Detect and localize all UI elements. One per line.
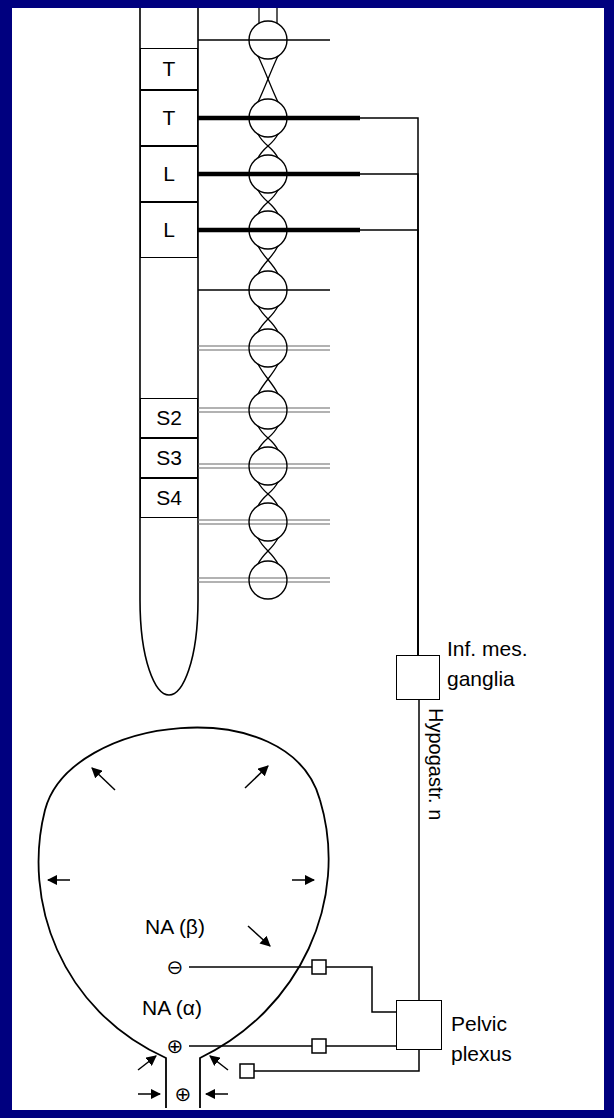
spinal-segment-box: S2 xyxy=(140,398,198,438)
nerve-terminal xyxy=(240,1064,254,1078)
chain-connective xyxy=(258,306,278,332)
nerve-line xyxy=(360,230,418,655)
chain-connective xyxy=(258,364,278,394)
contraction-arrow xyxy=(206,1093,228,1095)
nerve-line xyxy=(360,174,418,655)
contraction-arrow xyxy=(138,1093,160,1095)
node-label: Pelvic plexus xyxy=(451,1009,531,1069)
ramus-line xyxy=(198,577,330,578)
chain-ganglion xyxy=(249,21,287,59)
nerve-connector xyxy=(198,174,418,655)
spinal-segment-box: L xyxy=(140,202,198,258)
spinal-segment-box: L xyxy=(140,146,198,202)
preganglionic-fiber xyxy=(198,228,360,233)
ramus-line xyxy=(198,519,330,520)
ramus-line xyxy=(198,407,330,408)
ramus-line xyxy=(198,467,330,468)
chain-trunk xyxy=(276,8,277,23)
nerve-terminal xyxy=(312,960,326,974)
spinal-segment-box: T xyxy=(140,90,198,146)
receptor-label: NA (α) xyxy=(142,996,202,1020)
ramus-line xyxy=(198,289,330,290)
nerve-name: Hypogastr. n xyxy=(425,708,447,820)
sympathetic-chain xyxy=(198,8,330,599)
nerve-wire xyxy=(189,1045,312,1047)
chain-connective xyxy=(258,538,278,564)
distension-arrow xyxy=(48,879,70,881)
nerve-wire xyxy=(326,967,396,1012)
segment-label: T xyxy=(163,106,176,130)
effect-symbol: ⊕ xyxy=(175,1084,192,1104)
ramus-line xyxy=(198,411,330,412)
chain-ganglion xyxy=(249,271,287,309)
ramus-line xyxy=(198,523,330,524)
segment-label: L xyxy=(163,162,175,186)
chain-ganglion xyxy=(249,391,287,429)
distension-arrow xyxy=(245,766,268,788)
contraction-arrow xyxy=(210,1056,228,1070)
preganglionic-fiber xyxy=(198,116,360,121)
ramus-line xyxy=(198,581,330,582)
spinal-cord-outline xyxy=(140,8,198,695)
chain-connective xyxy=(258,56,278,102)
node-label: Inf. mes. ganglia xyxy=(447,634,547,694)
ramus-line xyxy=(198,349,330,350)
distension-arrow xyxy=(292,879,314,881)
effect-symbol: ⊖ xyxy=(167,957,184,977)
chain-connective xyxy=(258,56,278,102)
segment-label: S2 xyxy=(156,406,182,430)
nerve-wire xyxy=(326,1045,396,1047)
spinal-segment-box: S4 xyxy=(140,478,198,518)
ramus-line xyxy=(198,39,330,40)
nerve-connector xyxy=(419,700,420,1000)
chain-connective xyxy=(258,538,278,564)
chain-ganglion xyxy=(249,329,287,367)
preganglionic-fiber xyxy=(198,172,360,177)
contraction-arrow xyxy=(138,1056,156,1070)
bladder-outline xyxy=(39,728,329,1108)
spinal-segment-box: S3 xyxy=(140,438,198,478)
nerve-line xyxy=(360,118,418,655)
segment-label: T xyxy=(163,57,176,81)
ganglion-box: Inf. mes. ganglia xyxy=(396,655,440,700)
ramus-line xyxy=(198,345,330,346)
receptor-label: NA (β) xyxy=(145,915,205,939)
nerve-wire xyxy=(189,966,312,968)
nerve-connector xyxy=(198,118,418,655)
chain-connective xyxy=(258,306,278,332)
nerve-wire xyxy=(254,1050,419,1071)
segment-label: S4 xyxy=(156,486,182,510)
effect-symbol: ⊕ xyxy=(167,1036,184,1056)
spinal-segment-box: T xyxy=(140,48,198,90)
chain-connective xyxy=(258,246,278,274)
chain-ganglion xyxy=(249,561,287,599)
chain-connective xyxy=(258,364,278,394)
chain-ganglion xyxy=(249,503,287,541)
segment-label: L xyxy=(163,218,175,242)
ramus-line xyxy=(198,463,330,464)
plexus-box: Pelvic plexus xyxy=(396,1000,442,1050)
chain-connective xyxy=(258,246,278,274)
nerve-connector xyxy=(198,230,418,655)
segment-label: S3 xyxy=(156,446,182,470)
nerve-line xyxy=(418,700,420,1000)
chain-trunk xyxy=(258,8,259,23)
nerve-terminal xyxy=(312,1039,326,1053)
chain-ganglion xyxy=(249,447,287,485)
distension-arrow xyxy=(248,926,270,946)
distension-arrow xyxy=(92,768,115,790)
